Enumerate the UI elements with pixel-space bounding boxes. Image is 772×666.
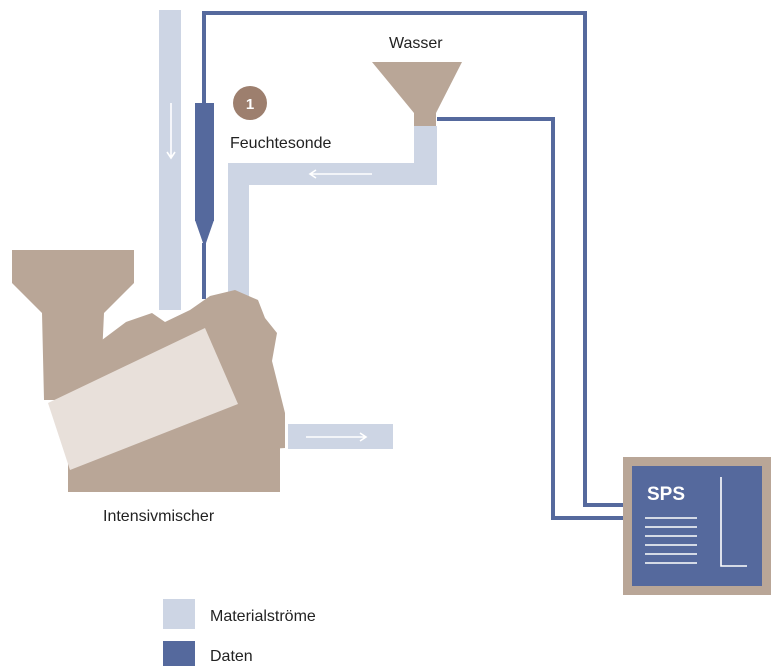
arrow-right-icon bbox=[306, 432, 368, 442]
data-line-water-to-sps bbox=[437, 117, 625, 520]
plc-unit: SPS bbox=[623, 457, 771, 595]
water-label: Wasser bbox=[389, 35, 443, 52]
probe-label: Feuchtesonde bbox=[230, 135, 332, 152]
legend-swatch-material bbox=[163, 599, 195, 629]
intensive-mixer bbox=[12, 250, 285, 492]
water-funnel bbox=[372, 62, 462, 126]
legend: Materialströme Daten bbox=[163, 599, 316, 666]
feed-pipe-vertical bbox=[159, 10, 181, 310]
material-flows bbox=[159, 10, 437, 449]
legend-label-material: Materialströme bbox=[210, 608, 316, 625]
mixer-feed-hopper bbox=[12, 250, 134, 400]
arrow-down-icon bbox=[166, 103, 176, 160]
data-line-probe-to-sps bbox=[202, 11, 625, 507]
legend-swatch-data bbox=[163, 641, 195, 666]
data-lines bbox=[202, 11, 625, 520]
water-pipe-elbow bbox=[228, 126, 437, 300]
plc-text-lines-icon bbox=[645, 517, 697, 564]
plc-label: SPS bbox=[647, 484, 685, 505]
svg-text:1: 1 bbox=[246, 96, 254, 113]
mixer-label: Intensivmischer bbox=[103, 508, 215, 525]
mixer-drum bbox=[48, 328, 238, 470]
moisture-probe bbox=[195, 103, 214, 299]
arrow-left-icon bbox=[308, 169, 372, 179]
step-badge: 1 bbox=[233, 86, 267, 120]
plc-chart-axis-icon bbox=[720, 477, 747, 567]
flow-arrows bbox=[166, 103, 372, 442]
legend-label-data: Daten bbox=[210, 648, 253, 665]
